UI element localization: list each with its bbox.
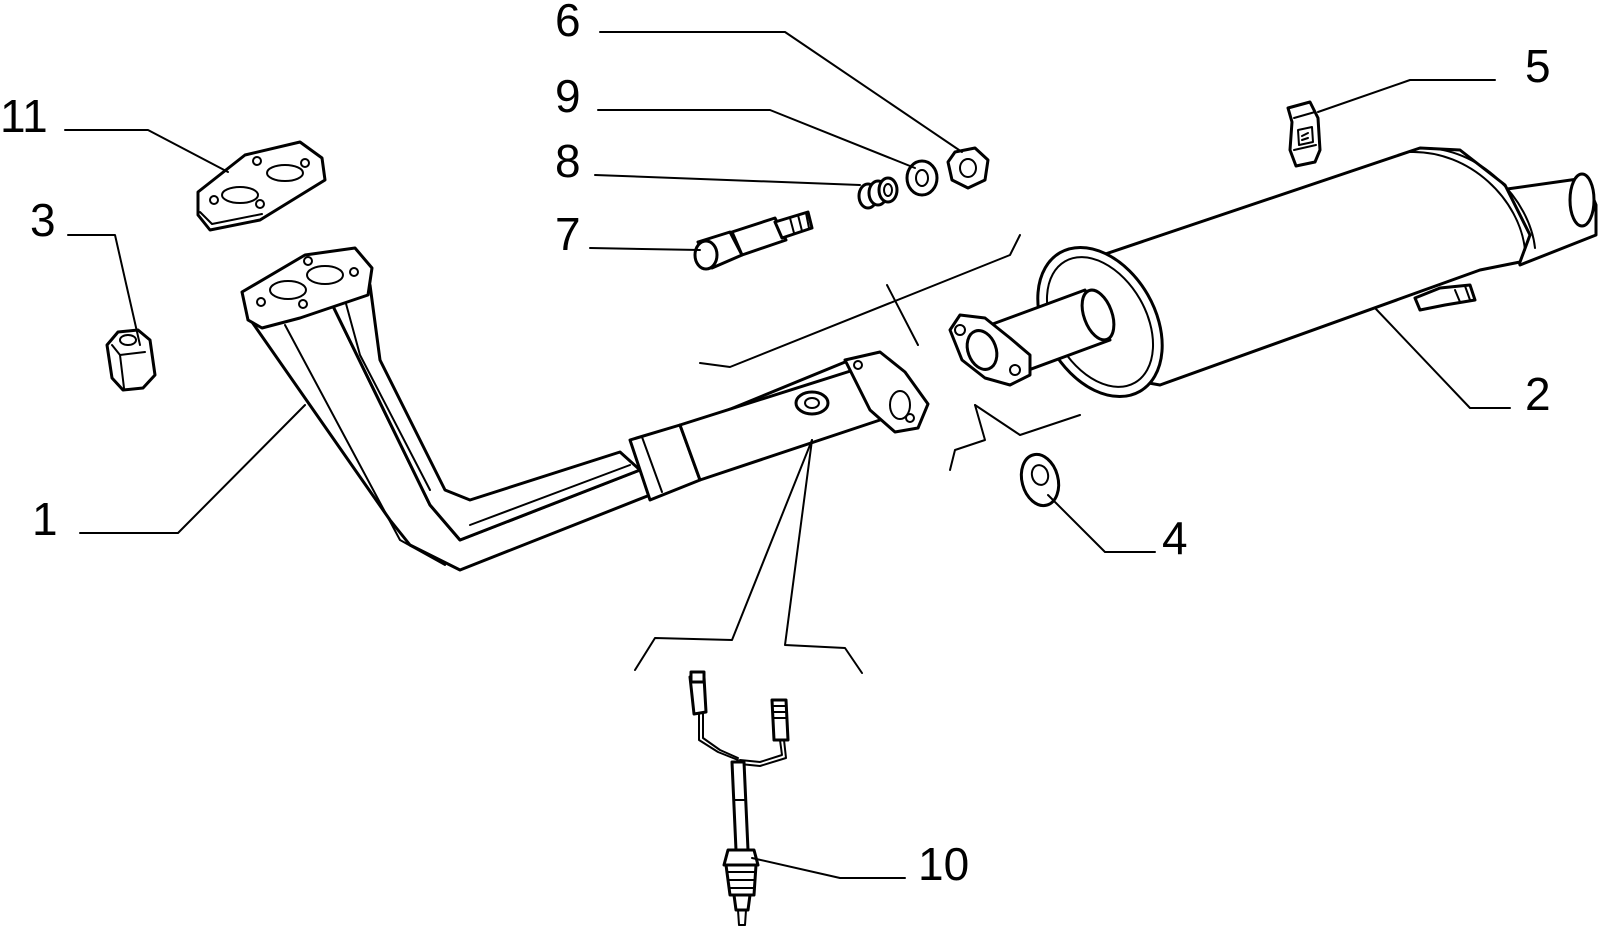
callout-5: 5 [1525, 40, 1551, 92]
leader-10 [751, 857, 906, 879]
callout-9: 9 [555, 70, 581, 122]
callout-11: 11 [0, 90, 48, 142]
leader-1 [79, 404, 306, 534]
leader-11 [64, 129, 229, 173]
leader-2 [1374, 307, 1511, 409]
callout-2: 2 [1525, 368, 1551, 420]
part-10-lambda-sensor [688, 670, 790, 926]
callout-labels: 1 2 3 4 5 6 7 8 9 10 11 [0, 0, 1551, 890]
callout-6: 6 [555, 0, 581, 46]
leader-4 [1047, 494, 1156, 553]
leader-7 [589, 247, 701, 251]
part-8-spring-washer [857, 176, 899, 210]
part-6-nut [946, 146, 990, 190]
part-3-nut [105, 328, 157, 392]
part-11-gasket [196, 140, 327, 232]
callout-10: 10 [918, 838, 969, 890]
leader-lines [64, 31, 1511, 879]
part-2-silencer [948, 146, 1598, 399]
callout-7: 7 [555, 208, 581, 260]
leader-6 [599, 31, 963, 153]
assembly-break-lines [634, 234, 1081, 674]
part-1-front-pipe [240, 246, 930, 572]
part-5-rubber-mount [1286, 100, 1322, 168]
callout-4: 4 [1162, 512, 1188, 564]
leader-3 [67, 234, 141, 346]
callout-8: 8 [555, 135, 581, 187]
part-4-gasket-ring [1019, 452, 1061, 508]
callout-3: 3 [30, 194, 56, 246]
leader-5 [1317, 79, 1496, 113]
leader-8 [594, 174, 861, 186]
leader-9 [597, 109, 916, 169]
callout-1: 1 [32, 493, 58, 545]
part-7-stud [693, 210, 814, 271]
part-9-washer [905, 159, 939, 197]
